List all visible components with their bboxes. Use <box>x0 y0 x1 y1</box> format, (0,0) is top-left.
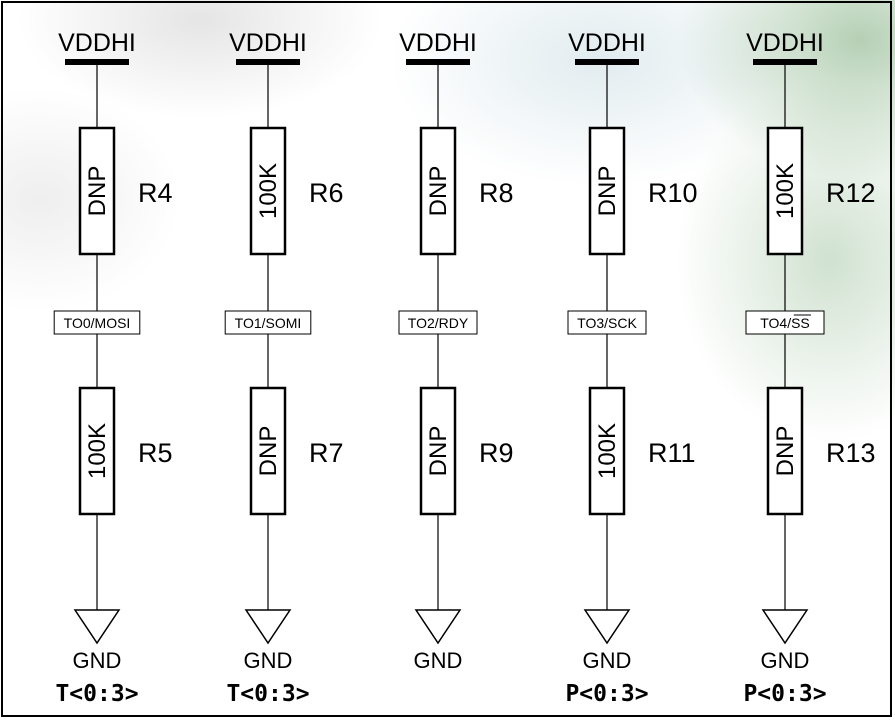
resistor-ref-bottom: R9 <box>479 438 514 468</box>
net-label: TO3/SCK <box>577 315 637 331</box>
net-label: TO4/SS <box>760 315 810 331</box>
bus-label: P<0:3> <box>743 681 826 707</box>
ground-symbol <box>761 609 809 645</box>
power-label: VDDHI <box>399 29 477 57</box>
resistor-value-bottom: 100K <box>84 423 111 479</box>
resistor-value-top: 100K <box>772 163 799 219</box>
resistor-ref-top: R10 <box>648 178 698 208</box>
ground-symbol <box>414 609 462 645</box>
resistor-value-top: 100K <box>255 163 282 219</box>
resistor-body-top <box>588 126 626 256</box>
net-label-box <box>745 310 825 335</box>
resistor-body-bottom <box>588 386 626 516</box>
bus-label: T<0:3> <box>55 681 138 707</box>
resistor-value-bottom: 100K <box>594 423 621 479</box>
net-label-box <box>398 310 478 335</box>
net-label-box <box>567 310 647 335</box>
resistor-ref-bottom: R13 <box>826 438 876 468</box>
resistor-body-top <box>766 126 804 256</box>
net-label: TO2/RDY <box>408 315 469 331</box>
resistor-ref-bottom: R7 <box>309 438 344 468</box>
resistor-value-top: DNP <box>594 166 621 217</box>
net-label: TO0/MOSI <box>64 315 131 331</box>
net-label-box <box>53 310 141 335</box>
resistor-body-bottom <box>766 386 804 516</box>
net-label: TO1/SOMI <box>235 315 302 331</box>
resistor-body-top <box>419 126 457 256</box>
resistor-ref-bottom: R11 <box>648 438 696 468</box>
resistor-body-top <box>249 126 287 256</box>
bus-label: P<0:3> <box>565 681 648 707</box>
resistor-value-top: DNP <box>84 166 111 217</box>
resistor-ref-top: R12 <box>826 178 876 208</box>
ground-label: GND <box>583 648 632 673</box>
resistor-body-bottom <box>249 386 287 516</box>
resistor-body-bottom <box>419 386 457 516</box>
ground-label: GND <box>414 648 463 673</box>
power-label: VDDHI <box>568 29 646 57</box>
resistor-value-bottom: DNP <box>255 426 282 477</box>
ground-label: GND <box>244 648 293 673</box>
net-label-box <box>224 310 312 335</box>
ground-symbol <box>244 609 292 645</box>
ground-label: GND <box>73 648 122 673</box>
power-label: VDDHI <box>229 29 307 57</box>
ground-label: GND <box>761 648 810 673</box>
resistor-value-bottom: DNP <box>772 426 799 477</box>
ground-symbol <box>73 609 121 645</box>
ground-symbol <box>583 609 631 645</box>
power-label: VDDHI <box>746 29 824 57</box>
resistor-ref-top: R4 <box>138 178 173 208</box>
power-label: VDDHI <box>58 29 136 57</box>
resistor-body-bottom <box>78 386 116 516</box>
bus-label: T<0:3> <box>226 681 309 707</box>
resistor-value-top: DNP <box>425 166 452 217</box>
resistor-body-top <box>78 126 116 256</box>
resistor-value-bottom: DNP <box>425 426 452 477</box>
resistor-ref-top: R6 <box>309 178 344 208</box>
resistor-ref-top: R8 <box>479 178 514 208</box>
resistor-ref-bottom: R5 <box>138 438 173 468</box>
